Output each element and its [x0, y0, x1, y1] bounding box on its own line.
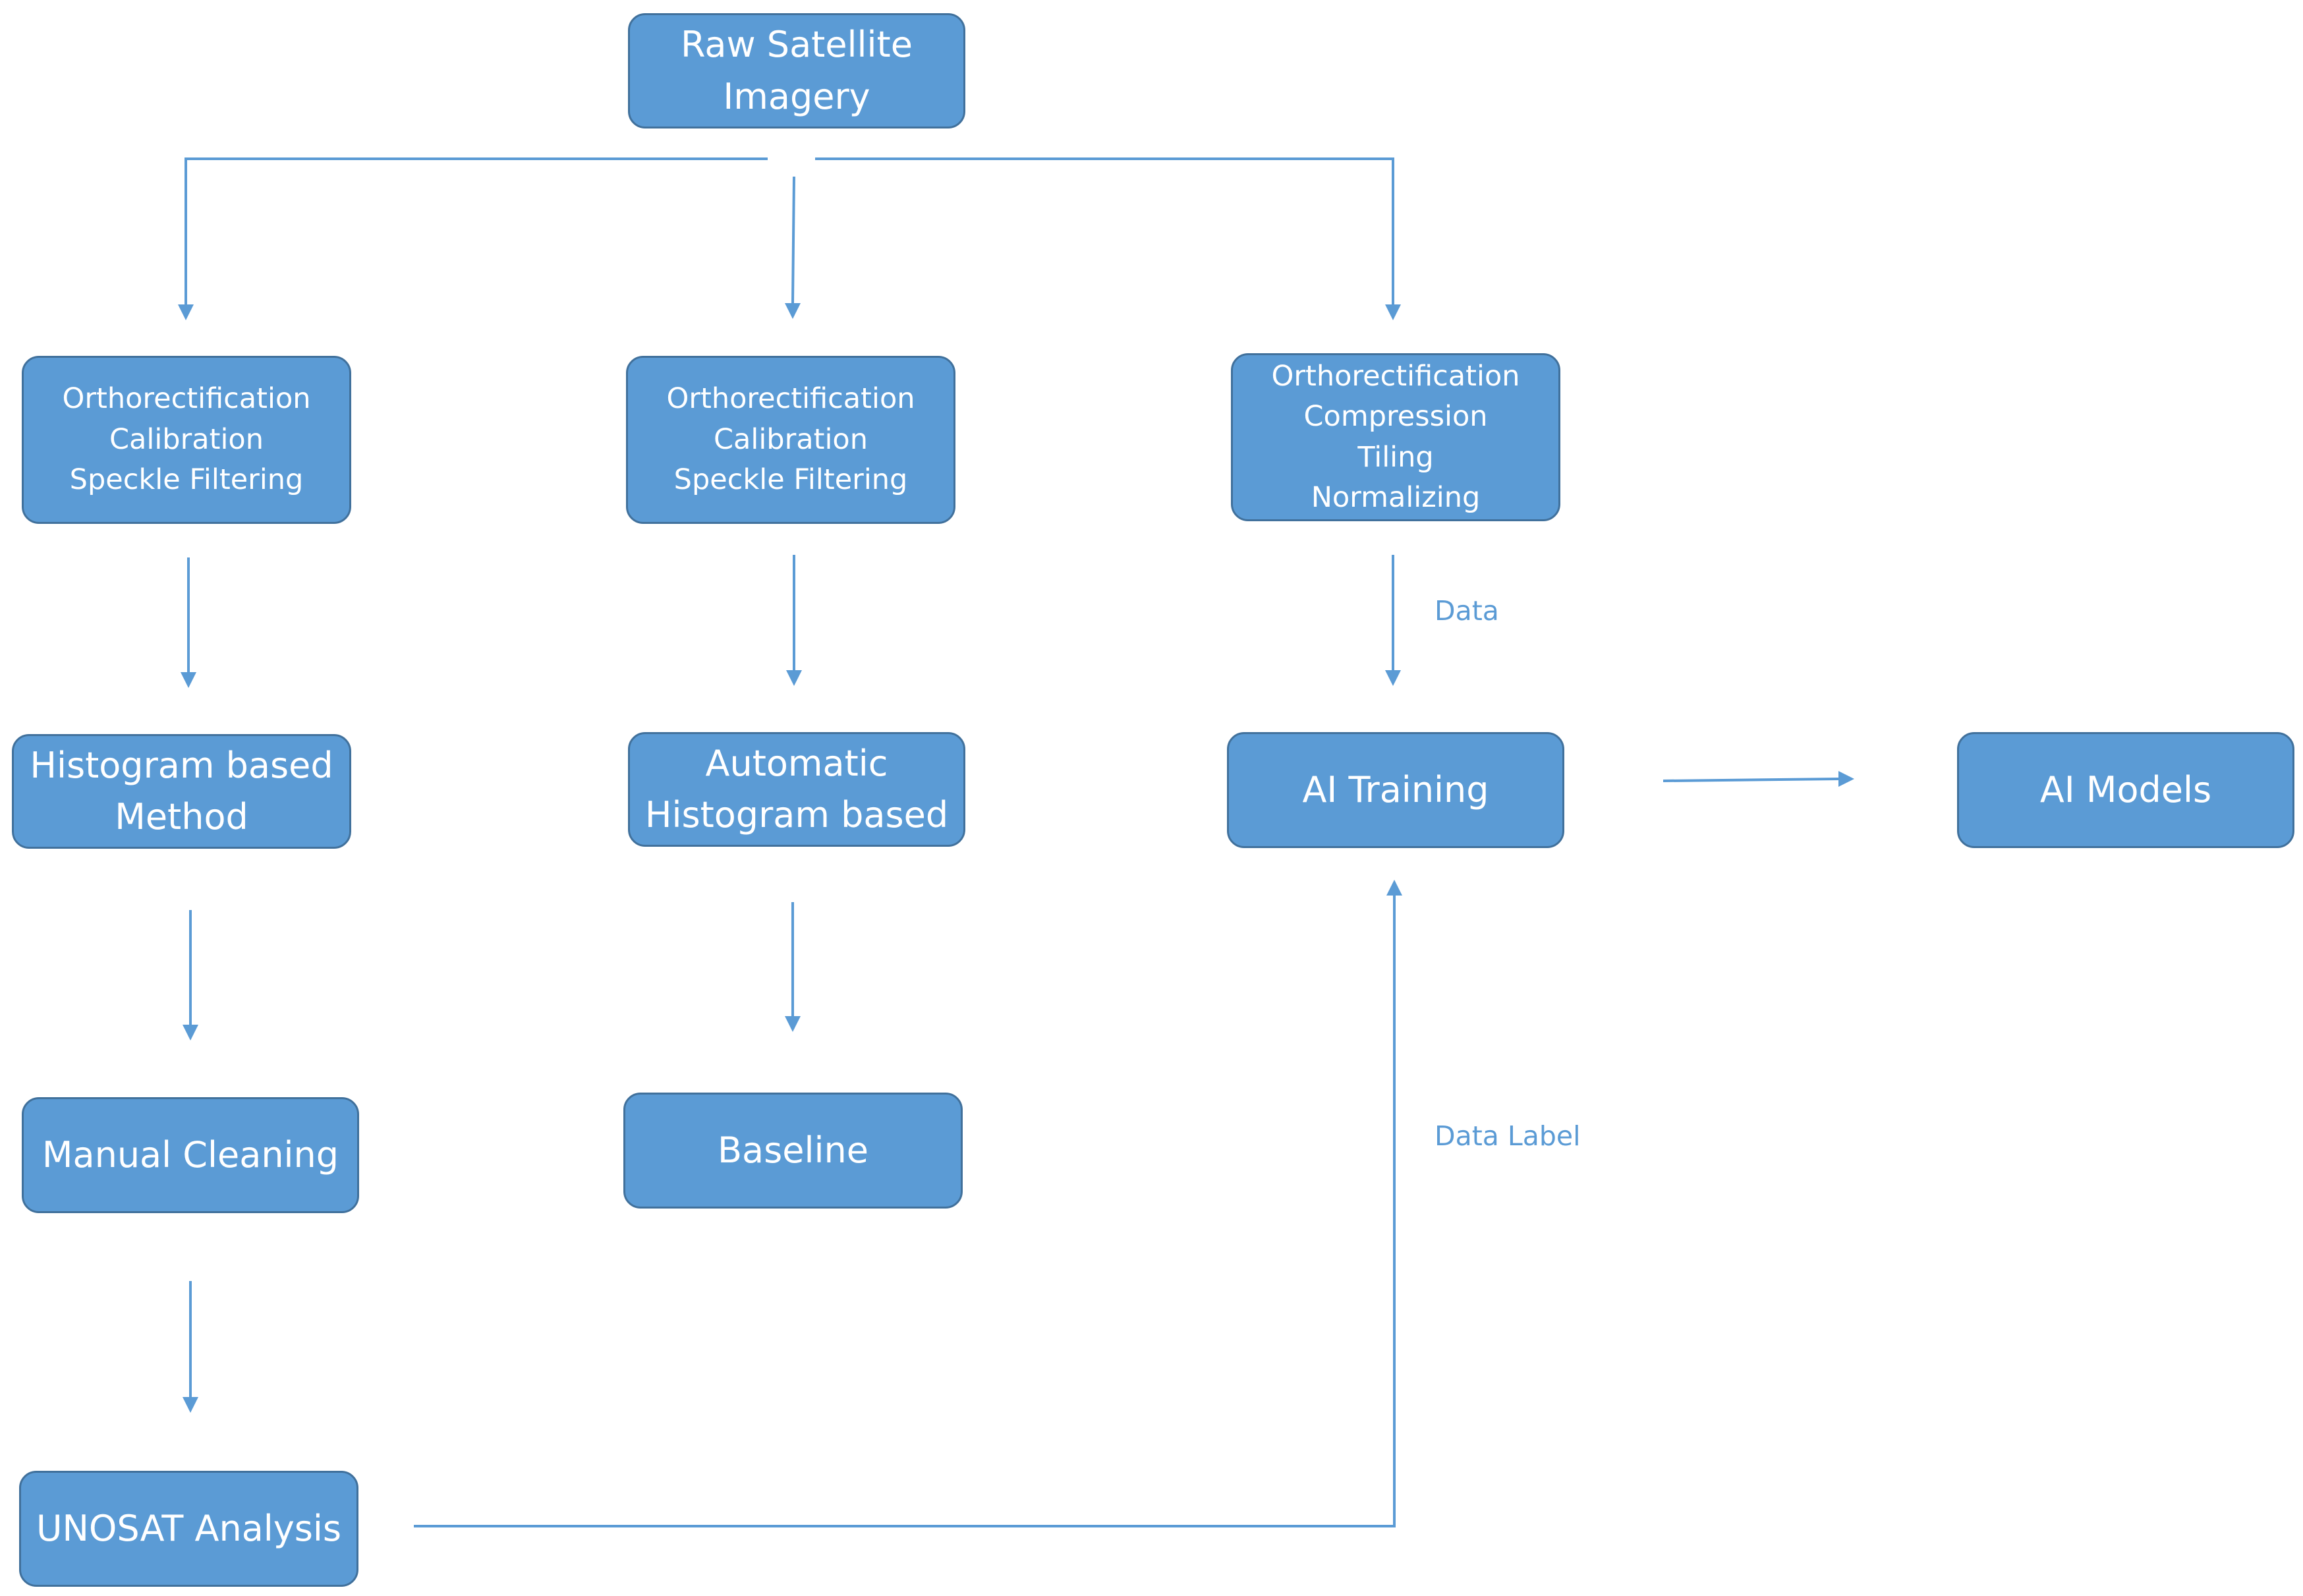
edge-label-data-label: Data Label [1435, 1120, 1581, 1152]
arrowhead-preprocess-middle-to-auto [786, 670, 802, 686]
node-preprocess-middle: Orthorectification Calibration Speckle F… [626, 356, 955, 524]
node-preprocess-right: Orthorectification Compression Tiling No… [1231, 353, 1560, 521]
connector-raw-to-left [185, 157, 768, 304]
arrowhead-raw-to-right [1385, 304, 1401, 320]
node-histogram-based-method-line-2: Method [115, 796, 248, 838]
node-raw-satellite-imagery: Raw Satellite Imagery [628, 13, 965, 128]
node-histogram-based-method: Histogram based Method [12, 734, 351, 849]
node-histogram-based-method-line-1: Histogram based [30, 744, 333, 786]
node-preprocess-left-line-1: Orthorectification [62, 382, 311, 416]
node-preprocess-middle-line-2: Calibration [714, 422, 868, 456]
node-preprocess-left: Orthorectification Calibration Speckle F… [22, 356, 351, 524]
node-manual-cleaning: Manual Cleaning [22, 1097, 359, 1213]
connector-unosat-to-training [414, 896, 1396, 1527]
arrowhead-training-to-models [1838, 771, 1854, 787]
node-raw-satellite-imagery-line-1: Raw Satellite [681, 24, 913, 66]
node-preprocess-right-line-2: Compression [1303, 400, 1488, 434]
node-ai-training-line-1: AI Training [1302, 768, 1489, 811]
arrowhead-auto-to-baseline [785, 1016, 801, 1032]
node-unosat-analysis: UNOSAT Analysis [19, 1471, 358, 1587]
arrowhead-preprocess-right-to-training [1385, 670, 1401, 686]
arrowhead-preprocess-left-to-histogram [181, 672, 196, 688]
connector-training-to-models [1663, 778, 1839, 782]
arrowhead-unosat-to-training [1386, 880, 1402, 896]
node-automatic-histogram-based-line-1: Automatic [705, 742, 888, 784]
node-ai-training: AI Training [1227, 732, 1564, 848]
arrowhead-manual-to-unosat [183, 1397, 198, 1413]
node-ai-models-line-1: AI Models [2039, 768, 2212, 811]
node-unosat-analysis-line-1: UNOSAT Analysis [36, 1507, 342, 1549]
arrowhead-raw-to-left [178, 304, 194, 320]
node-ai-models: AI Models [1957, 732, 2294, 848]
node-preprocess-left-line-2: Calibration [109, 422, 264, 456]
node-automatic-histogram-based: Automatic Histogram based [628, 732, 965, 847]
node-baseline-line-1: Baseline [718, 1129, 868, 1171]
node-preprocess-right-line-3: Tiling [1357, 440, 1434, 474]
node-preprocess-left-line-3: Speckle Filtering [69, 463, 304, 497]
arrowhead-raw-to-middle [785, 303, 801, 319]
edge-label-data: Data [1435, 595, 1499, 627]
node-automatic-histogram-based-line-2: Histogram based [644, 794, 949, 836]
node-raw-satellite-imagery-line-2: Imagery [723, 75, 870, 117]
arrowhead-histogram-to-manual [183, 1025, 198, 1040]
node-preprocess-middle-line-1: Orthorectification [666, 382, 915, 416]
node-baseline: Baseline [623, 1093, 963, 1209]
connector-raw-to-right [815, 157, 1394, 304]
node-preprocess-right-line-1: Orthorectification [1271, 359, 1520, 393]
node-preprocess-right-line-4: Normalizing [1311, 480, 1481, 514]
node-manual-cleaning-line-1: Manual Cleaning [42, 1133, 339, 1176]
connector-raw-to-middle [791, 176, 795, 304]
node-preprocess-middle-line-3: Speckle Filtering [673, 463, 908, 497]
